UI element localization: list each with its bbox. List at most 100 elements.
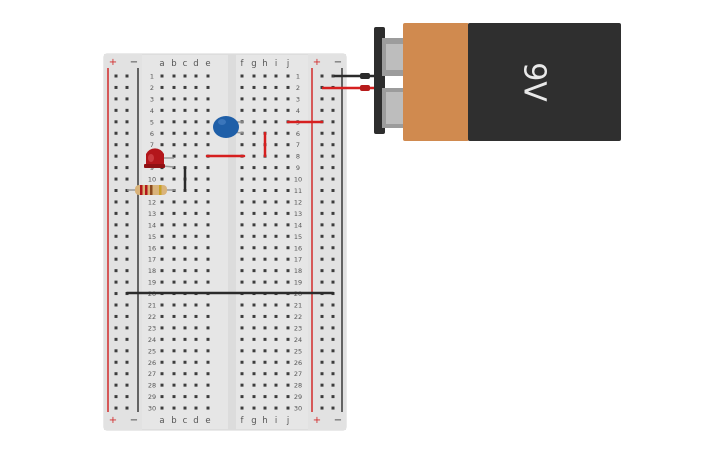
hole[interactable] <box>274 211 278 215</box>
hole[interactable] <box>274 223 278 227</box>
hole[interactable] <box>172 326 176 330</box>
hole[interactable] <box>274 303 278 307</box>
hole[interactable] <box>172 120 176 124</box>
hole[interactable] <box>160 360 164 364</box>
led-icon[interactable] <box>144 148 175 168</box>
rail-hole[interactable] <box>320 406 324 410</box>
hole[interactable] <box>194 200 198 204</box>
hole[interactable] <box>286 257 290 261</box>
hole[interactable] <box>274 406 278 410</box>
hole[interactable] <box>172 269 176 273</box>
rail-hole[interactable] <box>320 223 324 227</box>
rail-hole[interactable] <box>320 303 324 307</box>
rail-hole[interactable] <box>331 360 335 364</box>
hole[interactable] <box>160 97 164 101</box>
rail-hole[interactable] <box>125 326 129 330</box>
hole[interactable] <box>194 131 198 135</box>
rail-hole[interactable] <box>320 234 324 238</box>
hole[interactable] <box>172 108 176 112</box>
hole[interactable] <box>194 372 198 376</box>
rail-hole[interactable] <box>125 257 129 261</box>
hole[interactable] <box>194 314 198 318</box>
hole[interactable] <box>252 360 256 364</box>
hole[interactable] <box>194 74 198 78</box>
hole-grid[interactable] <box>114 74 335 410</box>
hole[interactable] <box>240 200 244 204</box>
hole[interactable] <box>286 200 290 204</box>
rail-hole[interactable] <box>320 280 324 284</box>
rail-hole[interactable] <box>320 200 324 204</box>
hole[interactable] <box>206 257 210 261</box>
hole[interactable] <box>252 131 256 135</box>
hole[interactable] <box>240 269 244 273</box>
hole[interactable] <box>286 154 290 158</box>
hole[interactable] <box>252 154 256 158</box>
capacitor-icon[interactable] <box>213 116 244 138</box>
rail-hole[interactable] <box>125 337 129 341</box>
hole[interactable] <box>183 234 187 238</box>
hole[interactable] <box>206 269 210 273</box>
rail-hole[interactable] <box>125 120 129 124</box>
hole[interactable] <box>206 234 210 238</box>
rail-hole[interactable] <box>331 303 335 307</box>
hole[interactable] <box>206 349 210 353</box>
hole[interactable] <box>206 337 210 341</box>
hole[interactable] <box>263 383 267 387</box>
rail-hole[interactable] <box>125 280 129 284</box>
hole[interactable] <box>274 269 278 273</box>
hole[interactable] <box>194 383 198 387</box>
hole[interactable] <box>206 246 210 250</box>
rail-hole[interactable] <box>125 234 129 238</box>
hole[interactable] <box>206 383 210 387</box>
hole[interactable] <box>274 280 278 284</box>
hole[interactable] <box>194 154 198 158</box>
rail-hole[interactable] <box>114 154 118 158</box>
hole[interactable] <box>240 108 244 112</box>
hole[interactable] <box>206 372 210 376</box>
rail-hole[interactable] <box>125 211 129 215</box>
hole[interactable] <box>206 314 210 318</box>
hole[interactable] <box>274 166 278 170</box>
rail-hole[interactable] <box>114 108 118 112</box>
hole[interactable] <box>252 211 256 215</box>
hole[interactable] <box>172 211 176 215</box>
rail-hole[interactable] <box>125 303 129 307</box>
rail-hole[interactable] <box>114 211 118 215</box>
hole[interactable] <box>252 166 256 170</box>
hole[interactable] <box>240 85 244 89</box>
hole[interactable] <box>274 108 278 112</box>
hole[interactable] <box>252 257 256 261</box>
hole[interactable] <box>206 189 210 192</box>
rail-hole[interactable] <box>125 223 129 227</box>
hole[interactable] <box>286 372 290 376</box>
hole[interactable] <box>183 269 187 273</box>
hole[interactable] <box>172 303 176 307</box>
hole[interactable] <box>263 269 267 273</box>
hole[interactable] <box>240 97 244 101</box>
rail-hole[interactable] <box>125 177 129 181</box>
rail-hole[interactable] <box>331 257 335 261</box>
rail-hole[interactable] <box>320 246 324 250</box>
hole[interactable] <box>286 395 290 399</box>
hole[interactable] <box>263 257 267 261</box>
hole[interactable] <box>252 395 256 399</box>
rail-hole[interactable] <box>125 349 129 353</box>
hole[interactable] <box>183 131 187 135</box>
hole[interactable] <box>206 395 210 399</box>
rail-hole[interactable] <box>331 154 335 158</box>
hole[interactable] <box>172 372 176 376</box>
rail-hole[interactable] <box>125 395 129 399</box>
hole[interactable] <box>194 257 198 261</box>
hole[interactable] <box>160 406 164 410</box>
hole[interactable] <box>286 85 290 89</box>
rail-hole[interactable] <box>125 85 129 89</box>
rail-hole[interactable] <box>114 120 118 124</box>
hole[interactable] <box>263 74 267 78</box>
rail-hole[interactable] <box>320 349 324 353</box>
rail-hole[interactable] <box>331 131 335 135</box>
hole[interactable] <box>183 74 187 78</box>
rail-hole[interactable] <box>320 177 324 181</box>
hole[interactable] <box>263 337 267 341</box>
hole[interactable] <box>274 177 278 181</box>
rail-hole[interactable] <box>320 269 324 273</box>
